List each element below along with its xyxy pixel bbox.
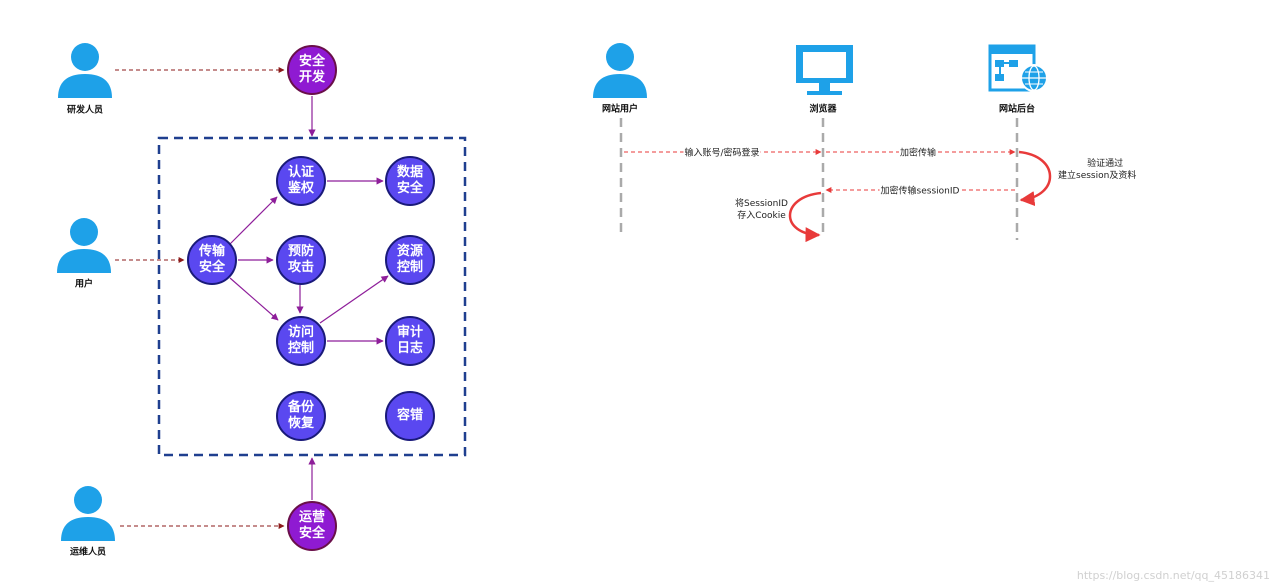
resource-control-node: 资源 控制 — [385, 235, 435, 285]
audit-log-node: 审计 日志 — [385, 316, 435, 366]
verify-note-line1: 验证通过 — [1087, 159, 1124, 169]
browser-self-arrow — [788, 191, 822, 243]
encrypted-sessionid-label: 加密传输sessionID — [879, 183, 961, 197]
user-person-icon — [57, 218, 111, 273]
login-message-label: 输入账号/密码登录 — [683, 145, 761, 159]
secure-dev-node: 安全 开发 — [287, 45, 337, 95]
backup-restore-node: 备份 恢复 — [276, 391, 326, 441]
verify-note-line2: 建立session及资料 — [1058, 171, 1137, 181]
site-user-person-icon — [593, 43, 647, 98]
web-server-icon — [988, 44, 1048, 92]
cookie-note-line1: 将SessionID — [735, 199, 788, 209]
fault-tolerance-node: 容错 — [385, 391, 435, 441]
watermark: https://blog.csdn.net/qq_45186341 — [1076, 569, 1270, 582]
access-to-resource-arrow — [319, 275, 389, 324]
backend-self-arrow — [1018, 150, 1052, 207]
auth-node: 认证 鉴权 — [276, 156, 326, 206]
developer-label: 研发人员 — [66, 105, 104, 116]
browser-label: 浏览器 — [809, 104, 837, 115]
ops-person-icon — [61, 486, 115, 541]
user-label: 用户 — [74, 279, 94, 290]
cookie-note: 将SessionID 存入Cookie — [735, 198, 788, 222]
encrypted-transfer-label: 加密传输 — [898, 145, 938, 159]
transport-security-node: 传输 安全 — [187, 235, 237, 285]
transport-to-auth-arrow — [229, 196, 278, 245]
developer-person-icon — [58, 43, 112, 98]
site-user-label: 网站用户 — [601, 104, 639, 115]
verify-note: 验证通过 建立session及资料 — [1058, 158, 1136, 182]
backend-label: 网站后台 — [998, 104, 1036, 115]
access-control-node: 访问 控制 — [276, 316, 326, 366]
cookie-note-line2: 存入Cookie — [737, 211, 786, 221]
attack-prevention-node: 预防 攻击 — [276, 235, 326, 285]
ops-label: 运维人员 — [69, 547, 107, 558]
transport-to-access-arrow — [229, 277, 279, 321]
data-security-node: 数据 安全 — [385, 156, 435, 206]
monitor-icon — [796, 45, 853, 95]
ops-security-node: 运营 安全 — [287, 501, 337, 551]
system-boundary-box — [157, 136, 467, 457]
